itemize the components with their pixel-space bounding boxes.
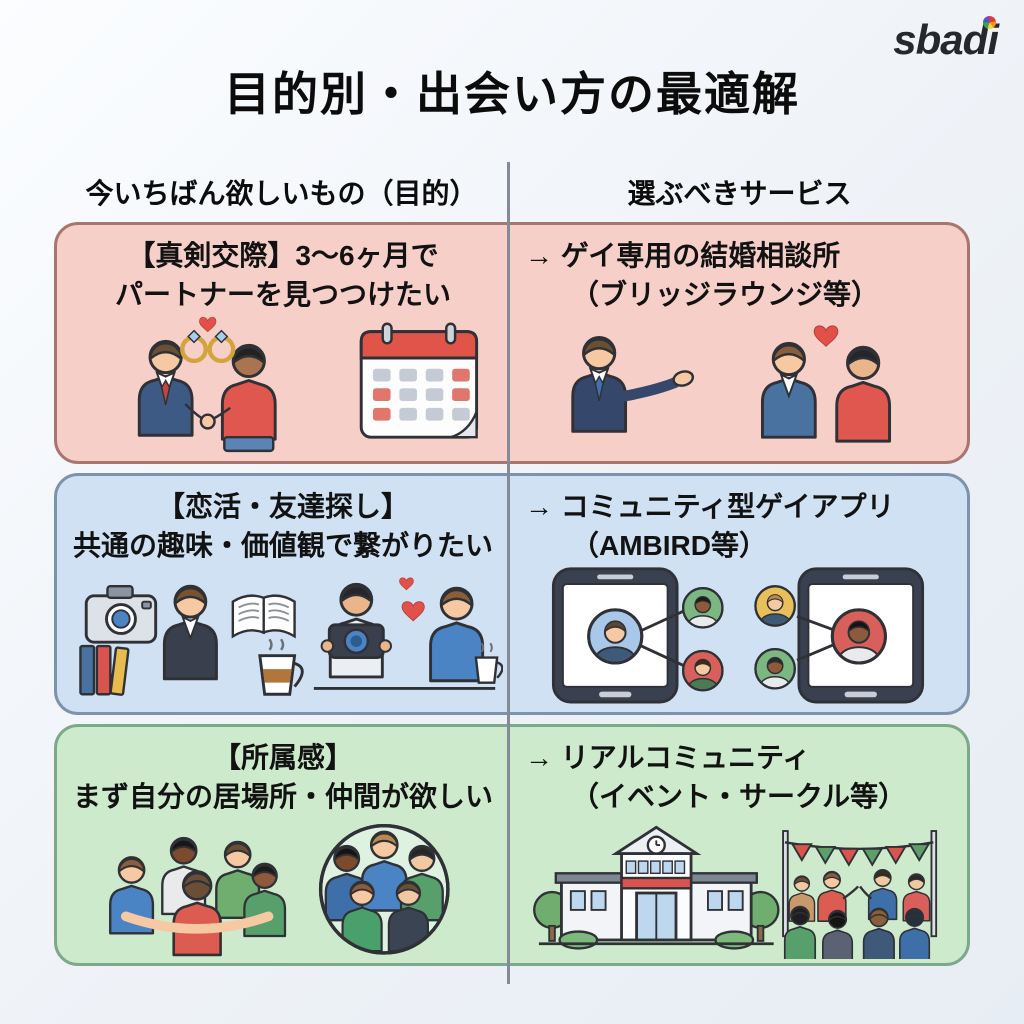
column-header-service: 選ぶべきサービス <box>627 178 852 209</box>
service-heading: → リアルコミュニティ （イベント・サークル等） <box>525 742 907 812</box>
man-in-suit <box>162 585 218 681</box>
comparison-table: 今いちばん欲しいもの（目的） 選ぶべきサービス 【真剣交際】3〜6ヶ月で パート… <box>54 162 970 984</box>
open-book-icon <box>231 594 296 639</box>
profile-avatar-red <box>683 651 722 696</box>
row-serious-dating: 【真剣交際】3〜6ヶ月で パートナーを見つつけたい <box>54 222 970 464</box>
app-network-illustration <box>551 567 925 704</box>
cell-goal-serious: 【真剣交際】3〜6ヶ月で パートナーを見つつけたい <box>57 225 509 461</box>
wedding-rings-icon <box>180 329 236 364</box>
group-hug-icon <box>109 837 287 957</box>
column-header-goal: 今いちばん欲しいもの（目的） <box>85 178 478 209</box>
group-circle-icon <box>318 824 450 955</box>
event-crowd-bunting-icon <box>782 830 938 959</box>
hobby-illustration <box>79 577 503 697</box>
coffee-cup-icon <box>258 638 304 696</box>
coffee-cup-icon <box>474 642 503 685</box>
community-building-icon <box>533 825 780 950</box>
goal-heading: 【真剣交際】3〜6ヶ月で パートナーを見つつけたい <box>114 240 451 310</box>
goal-heading: 【所属感】 まず自分の居場所・仲間が欲しい <box>72 742 493 812</box>
profile-avatar-green <box>683 588 722 633</box>
camera-icon <box>84 585 158 644</box>
row-romance-friends: 【恋活・友達探し】 共通の趣味・価値観で繋がりたい <box>54 473 970 715</box>
couple-with-heart-icon <box>760 325 892 443</box>
profile-avatar-yellow <box>755 586 794 631</box>
service-heading: → コミュニティ型ゲイアプリ （AMBIRD等） <box>525 491 895 561</box>
man-with-coffee <box>429 586 485 683</box>
calendar-icon <box>359 322 479 439</box>
hearts-icon <box>399 577 425 622</box>
matchmaker-couple-illustration <box>571 325 892 443</box>
couple-rings-calendar-illustration <box>137 317 479 453</box>
column-headers: 今いちばん欲しいもの（目的） 選ぶべきサービス <box>54 162 970 222</box>
cell-goal-romance: 【恋活・友達探し】 共通の趣味・価値観で繋がりたい <box>57 476 509 712</box>
network-lines <box>638 607 690 670</box>
brand-logo: sbadi <box>893 16 999 63</box>
goal-heading: 【恋活・友達探し】 共通の趣味・価値観で繋がりたい <box>72 491 493 561</box>
books-icon <box>79 645 130 697</box>
row-belonging: 【所属感】 まず自分の居場所・仲間が欲しい <box>54 724 970 966</box>
community-illustration <box>533 825 938 959</box>
cell-goal-belonging: 【所属感】 まず自分の居場所・仲間が欲しい <box>57 727 509 963</box>
gay-couple-holding-hands-icon <box>137 340 277 453</box>
cell-service-belonging: → リアルコミュニティ （イベント・サークル等） <box>509 727 967 963</box>
heart-icon <box>199 317 217 333</box>
service-heading: → ゲイ専用の結婚相談所 （ブリッジラウンジ等） <box>525 240 880 310</box>
cell-service-romance: → コミュニティ型ゲイアプリ （AMBIRD等） <box>509 476 967 712</box>
page-title: 目的別・出会い方の最適解 <box>224 68 800 120</box>
column-divider <box>507 162 510 984</box>
profile-avatar-green <box>755 649 794 694</box>
man-with-camera <box>320 583 392 679</box>
matchmaker-counselor-icon <box>571 336 695 434</box>
cell-service-serious: → ゲイ専用の結婚相談所 （ブリッジラウンジ等） <box>509 225 967 461</box>
group-hug-illustration <box>109 824 450 957</box>
network-lines <box>796 615 834 662</box>
